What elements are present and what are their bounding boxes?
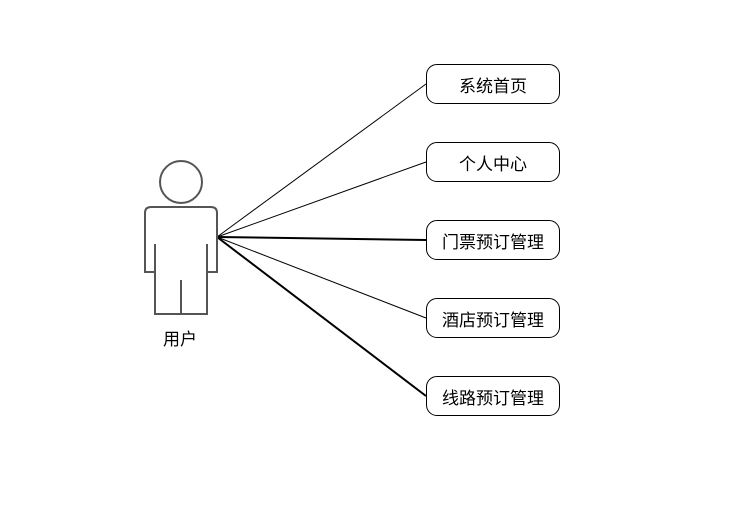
association-line-hotel-booking [216, 236, 427, 319]
use-case-route-booking[interactable]: 线路预订管理 [426, 376, 560, 416]
association-line-personal-center [216, 161, 427, 238]
use-case-personal-center[interactable]: 个人中心 [426, 142, 560, 182]
use-case-hotel-booking[interactable]: 酒店预订管理 [426, 298, 560, 338]
use-case-home[interactable]: 系统首页 [426, 64, 560, 104]
association-line-ticket-booking [216, 236, 427, 241]
association-line-home [216, 83, 427, 238]
use-case-ticket-booking[interactable]: 门票预订管理 [426, 220, 560, 260]
person-icon [144, 160, 218, 315]
actor-label: 用户 [163, 330, 197, 350]
association-line-route-booking [216, 236, 427, 397]
